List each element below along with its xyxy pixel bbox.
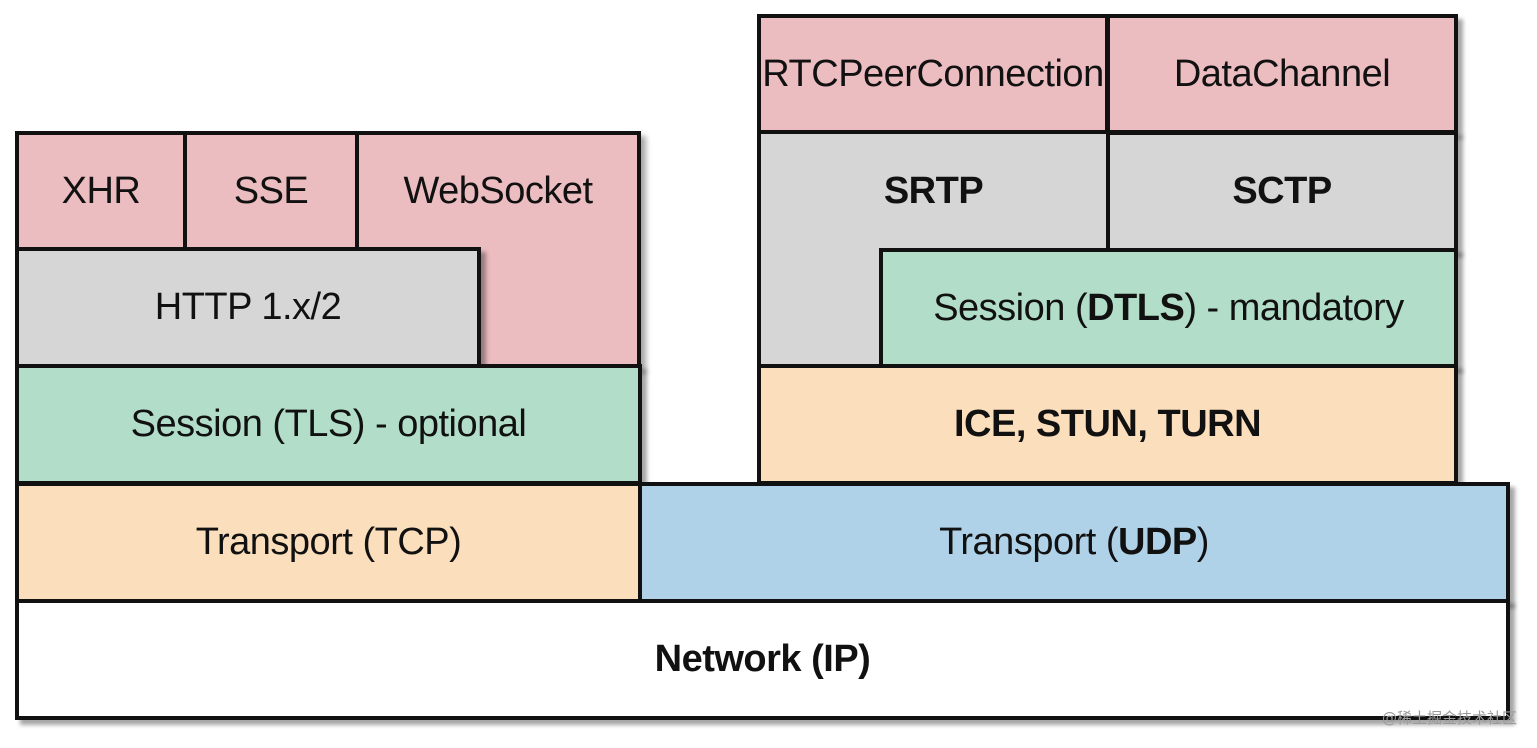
network-layer: Network (IP) [15,599,1510,720]
sse-label: SSE [233,169,309,212]
tcp-label: Transport (TCP) [195,521,462,563]
sctp-layer: SCTP [1106,131,1458,252]
sctp-label: SCTP [1232,170,1332,212]
xhr-label: XHR [61,169,141,212]
xhr-layer: XHR [15,131,187,251]
dtls-session-layer: Session (DTLS) - mandatory [879,248,1458,368]
ice-label: ICE, STUN, TURN [953,403,1262,445]
tls-session-layer: Session (TLS) - optional [15,364,642,485]
datachannel-layer: DataChannel [1106,14,1458,134]
rtcpeerconnection-label: RTCPeerConnection [762,52,1104,95]
ice-layer: ICE, STUN, TURN [757,364,1458,485]
watermark: @稀土掘金技术社区 [1381,709,1517,727]
http-layer: HTTP 1.x/2 [15,247,481,368]
udp-transport-layer: Transport (UDP) [638,482,1510,603]
network-label: Network (IP) [654,638,871,680]
datachannel-label: DataChannel [1173,52,1391,95]
http-label: HTTP 1.x/2 [154,286,342,328]
srtp-label: SRTP [883,169,984,212]
tls-label: Session (TLS) - optional [130,403,527,445]
websocket-label: WebSocket [403,169,593,212]
udp-label: Transport (UDP) [939,521,1209,563]
tcp-transport-layer: Transport (TCP) [15,482,642,603]
dtls-label: Session (DTLS) - mandatory [933,286,1404,329]
